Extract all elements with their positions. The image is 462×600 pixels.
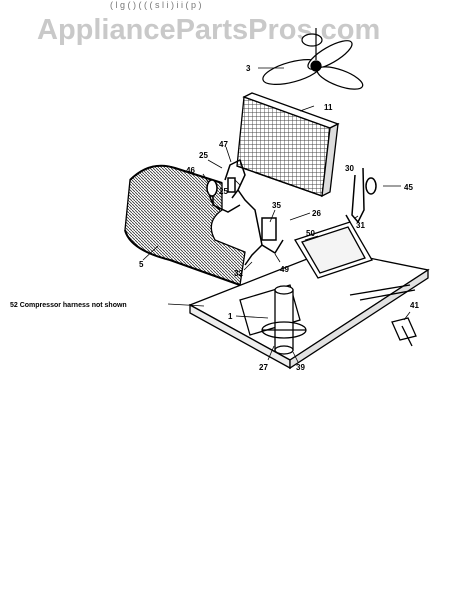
leader-lines <box>142 67 411 363</box>
callout-41: 41 <box>410 301 419 310</box>
callout-3: 3 <box>246 64 251 73</box>
callout-31: 31 <box>356 221 365 230</box>
callout-5: 5 <box>139 260 144 269</box>
callout-32: 32 <box>234 269 243 278</box>
access-plate <box>294 221 373 279</box>
callout-26: 26 <box>312 209 321 218</box>
callout-25-upper: 25 <box>199 151 208 160</box>
watermark: AppliancePartsPros.com <box>37 14 381 46</box>
callout-49: 49 <box>280 265 289 274</box>
callout-50: 50 <box>306 229 315 238</box>
condenser-coil <box>236 92 340 198</box>
fan-blade <box>262 28 364 90</box>
callout-30: 30 <box>345 164 354 173</box>
base-pan <box>188 249 430 370</box>
refrigerant-tubing <box>206 158 377 266</box>
compressor <box>239 284 307 355</box>
callout-35: 35 <box>272 201 281 210</box>
callout-25-lower: 25 <box>219 187 228 196</box>
callout-1: 1 <box>228 312 233 321</box>
wrap-around-coil <box>124 164 246 286</box>
fan-guard-bracket <box>391 317 417 347</box>
header-text-fragment: ( l g ( ) ( ( ( s l i ) i i ( p ) <box>110 0 202 10</box>
callout-46: 46 <box>186 166 195 175</box>
callout-numbers: 3 11 47 25 25 46 30 45 31 35 26 50 5 32 … <box>10 64 419 372</box>
callout-39: 39 <box>296 363 305 372</box>
callout-27: 27 <box>259 363 268 372</box>
callout-47: 47 <box>219 140 228 149</box>
callout-45: 45 <box>404 183 413 192</box>
compressor-harness-note: 52 Compressor harness not shown <box>10 302 127 309</box>
callout-11: 11 <box>324 103 333 112</box>
